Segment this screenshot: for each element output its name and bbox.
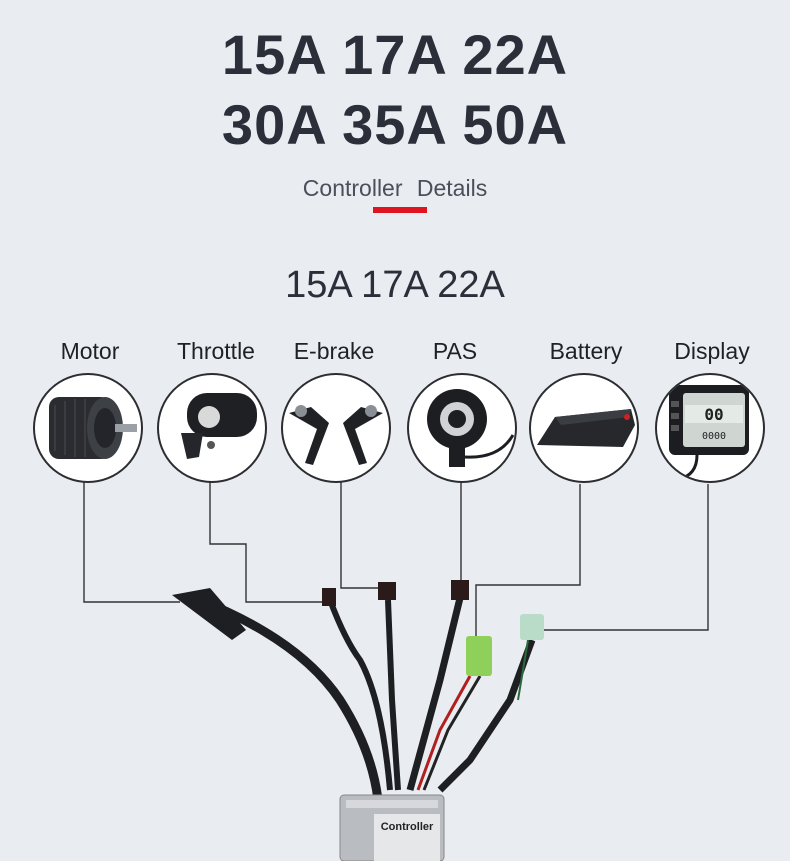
pas-sensor-icon <box>427 389 515 467</box>
battery-image <box>529 373 639 483</box>
ebrake-image <box>281 373 391 483</box>
display-wires <box>517 639 529 701</box>
throttle-image <box>157 373 267 483</box>
pas-image <box>407 373 517 483</box>
display-cable <box>437 638 536 793</box>
display-connector <box>520 614 544 640</box>
headline-line-1: 15A 17A 22A <box>221 23 569 86</box>
hub-motor-icon <box>49 397 137 459</box>
pas-cable <box>406 597 464 791</box>
display-screen-odometer: 0000 <box>702 431 726 442</box>
motor-image <box>33 373 143 483</box>
ebrake-cable <box>385 599 401 791</box>
motor-wire-line <box>83 480 180 603</box>
label-display: Display <box>674 338 750 364</box>
brake-lever-icon <box>289 405 383 465</box>
section-title: 15A 17A 22A <box>285 264 505 306</box>
label-pas: PAS <box>432 338 478 364</box>
controller-label: Controller <box>381 821 434 833</box>
label-throttle: Throttle <box>177 338 255 364</box>
battery-wire-black <box>422 675 482 791</box>
subtitle: Controller Details <box>302 175 488 201</box>
ebrake-connector <box>378 582 396 600</box>
throttle-cable <box>327 598 393 791</box>
headline-line-2: 30A 35A 50A <box>221 93 569 156</box>
label-motor: Motor <box>60 338 120 364</box>
lcd-display-icon: 00 0000 <box>669 385 749 481</box>
throttle-wire-line <box>209 480 328 603</box>
motor-connector <box>172 588 246 640</box>
label-ebrake: E-brake <box>293 338 375 364</box>
thumb-throttle-icon <box>181 393 257 459</box>
display-image: 00 0000 <box>655 373 765 483</box>
subtitle-underline <box>373 207 427 213</box>
display-wire-line <box>538 484 709 631</box>
battery-connector <box>466 636 492 676</box>
label-battery: Battery <box>549 338 623 364</box>
ebrake-wire-line <box>340 480 384 589</box>
display-screen-speed: 00 <box>704 405 723 424</box>
battery-pack-icon <box>537 409 635 447</box>
battery-wire-line <box>475 484 581 640</box>
battery-wire-red <box>416 675 472 791</box>
throttle-connector <box>322 588 336 606</box>
pas-connector <box>451 580 469 600</box>
motor-cable <box>198 595 383 801</box>
